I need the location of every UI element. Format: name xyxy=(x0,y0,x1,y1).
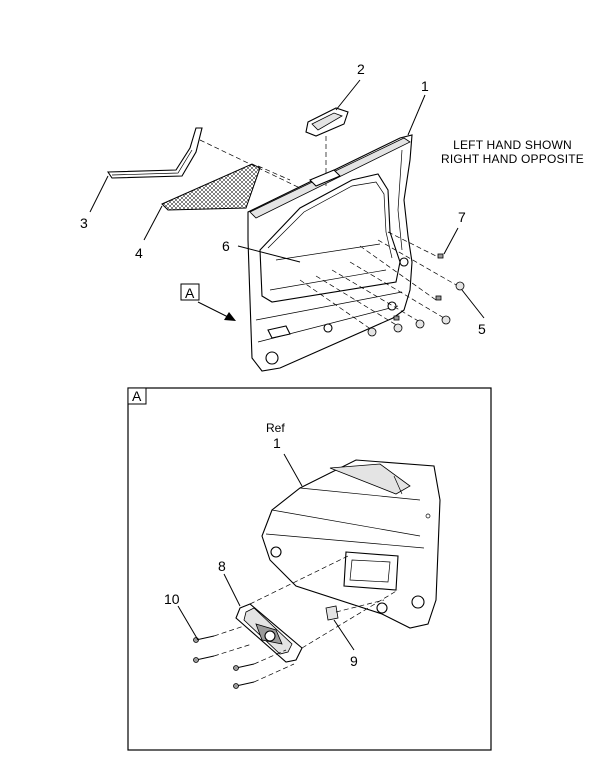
assembly-dash-lines-detail xyxy=(213,555,399,683)
callout-5: 5 xyxy=(478,321,486,337)
assembly-dash-lines-top xyxy=(199,139,459,331)
callout-8: 8 xyxy=(218,558,226,574)
speaker-grille-part xyxy=(161,163,261,211)
molding-strip-part xyxy=(106,127,203,179)
callout-2: 2 xyxy=(357,61,365,77)
callout-4: 4 xyxy=(135,245,143,261)
detail-a-tag-box xyxy=(127,387,147,405)
orientation-note: LEFT HAND SHOWN RIGHT HAND OPPOSITE xyxy=(425,138,600,166)
callout-3: 3 xyxy=(80,215,88,231)
view-a-tag-box xyxy=(180,283,200,301)
detail-switch-opening xyxy=(343,551,399,591)
pull-cup-part xyxy=(305,107,349,137)
view-a-arrow xyxy=(180,283,236,321)
orientation-note-line-1: LEFT HAND SHOWN xyxy=(453,138,572,152)
ref-label: Ref xyxy=(266,421,285,435)
switch-bezel-part xyxy=(235,603,303,663)
detail-callout-1: 1 xyxy=(273,435,281,451)
view-a-tag: A xyxy=(185,285,195,301)
pull-cup-pocket xyxy=(309,169,341,187)
detail-a-frame xyxy=(127,387,492,751)
callout-leaders-detail xyxy=(177,453,355,651)
callout-7: 7 xyxy=(458,209,466,225)
callout-9: 9 xyxy=(350,653,358,669)
fasteners-top xyxy=(367,253,465,337)
callout-1: 1 xyxy=(421,78,429,94)
door-trim-panel xyxy=(247,134,413,372)
detail-door-panel xyxy=(261,459,441,629)
callout-leaders-top xyxy=(89,79,485,319)
orientation-note-line-2: RIGHT HAND OPPOSITE xyxy=(441,152,584,166)
callout-10: 10 xyxy=(164,591,180,607)
clip-part xyxy=(325,605,339,621)
detail-a-tag: A xyxy=(132,388,142,404)
screws-part xyxy=(193,635,255,689)
callout-6: 6 xyxy=(222,238,230,254)
